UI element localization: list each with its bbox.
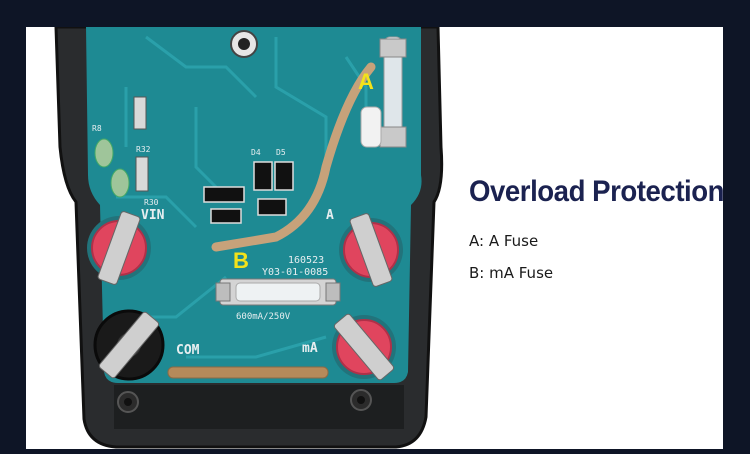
marker-a: A xyxy=(358,69,374,94)
label-com: COM xyxy=(176,343,200,358)
marker-b: B xyxy=(233,248,249,273)
vin-jack xyxy=(87,211,151,285)
components xyxy=(94,96,294,224)
page-title: Overload Protection xyxy=(469,175,723,208)
fuse-b xyxy=(215,278,341,306)
fuse-b-description: B: mA Fuse xyxy=(469,264,554,282)
ma-jack xyxy=(332,313,396,381)
com-jack xyxy=(93,309,165,381)
serial-line-2: Y03-01-0085 xyxy=(262,267,328,278)
fuse-a-description: A: A Fuse xyxy=(469,232,539,250)
copper-trace xyxy=(211,62,376,252)
label-r8: R8 xyxy=(92,124,102,133)
label-r32: R32 xyxy=(136,145,151,154)
fuse-rating: 600mA/250V xyxy=(236,312,291,322)
multimeter-pcb-photo: A D4 D5 R32 R8 R30 VIN xyxy=(54,27,444,449)
serial-line-1: 160523 xyxy=(288,255,324,266)
product-image-panel: A D4 D5 R32 R8 R30 VIN xyxy=(26,27,723,449)
fuse-a xyxy=(360,36,407,148)
a-jack xyxy=(339,213,403,287)
bottom-slot xyxy=(167,366,329,379)
label-r30: R30 xyxy=(144,198,159,207)
label-d4: D4 xyxy=(251,148,261,157)
label-d5: D5 xyxy=(276,148,286,157)
label-vin: VIN xyxy=(141,208,165,223)
label-ma: mA xyxy=(302,341,318,356)
label-a: A xyxy=(326,208,334,223)
